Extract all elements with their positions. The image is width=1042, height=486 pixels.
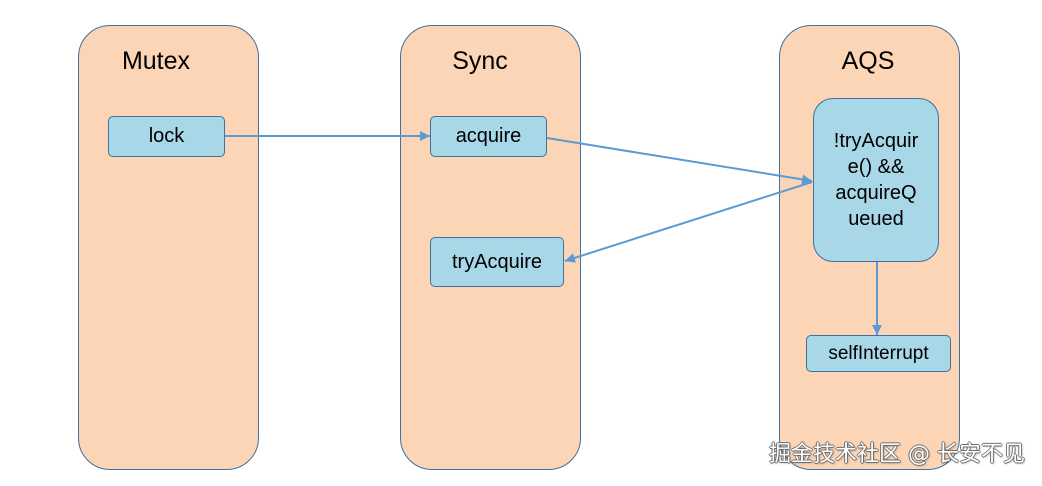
condition-line: acquireQ: [835, 182, 917, 204]
condition-line: e() &&: [847, 156, 905, 178]
sync-title: Sync: [452, 47, 508, 75]
condition-line: !tryAcquir: [833, 130, 919, 152]
selfinterrupt-label: selfInterrupt: [828, 342, 929, 364]
arrow-condition-to-tryacquire: [564, 181, 813, 263]
arrow-acquire-to-condition: [546, 137, 813, 185]
acquire-node: acquire: [430, 116, 547, 157]
lock-node: lock: [108, 116, 225, 157]
aqs-title: AQS: [841, 47, 895, 75]
lock-label: lock: [148, 125, 185, 147]
condition-node: !tryAcquir e() && acquireQ ueued: [813, 98, 939, 262]
tryacquire-node: tryAcquire: [430, 237, 564, 287]
mutex-column: [78, 25, 259, 470]
selfinterrupt-node: selfInterrupt: [806, 335, 951, 372]
tryacquire-label: tryAcquire: [451, 250, 543, 273]
condition-line: ueued: [848, 208, 904, 230]
mutex-title: Mutex: [121, 47, 191, 75]
watermark-text: 掘金技术社区 @ 长安不见: [769, 442, 1025, 467]
acquire-label: acquire: [455, 125, 522, 147]
